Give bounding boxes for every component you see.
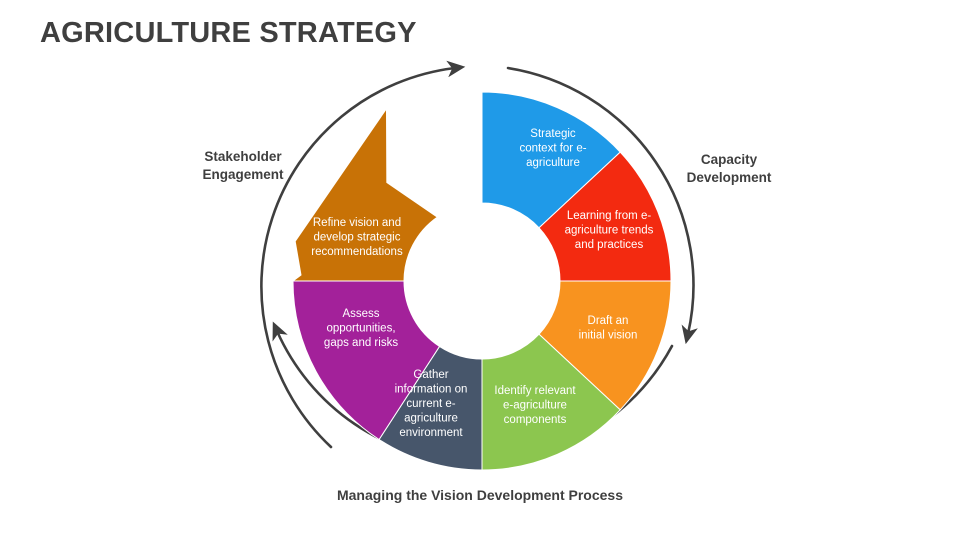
donut-segments-group (291, 91, 672, 471)
label-capacity-development: Capacity Development (686, 152, 772, 186)
donut-segment-draft-vision[interactable] (538, 280, 672, 411)
donut-segment-learning-trends[interactable] (538, 151, 672, 282)
label-managing-vision-process: Managing the Vision Development Process (336, 487, 624, 503)
label-stakeholder-engagement: Stakeholder Engagement (202, 149, 284, 183)
donut-segment-strategic-context[interactable] (481, 91, 621, 229)
donut-segment-assess-opportunities[interactable] (292, 280, 441, 441)
donut-segment-refine-vision[interactable] (291, 107, 439, 282)
donut-segment-identify-components[interactable] (481, 333, 621, 471)
stakeholder-engagement-arrow (260, 60, 466, 449)
capacity-development-arrow (506, 66, 698, 345)
page-title: AGRICULTURE STRATEGY (40, 17, 417, 49)
